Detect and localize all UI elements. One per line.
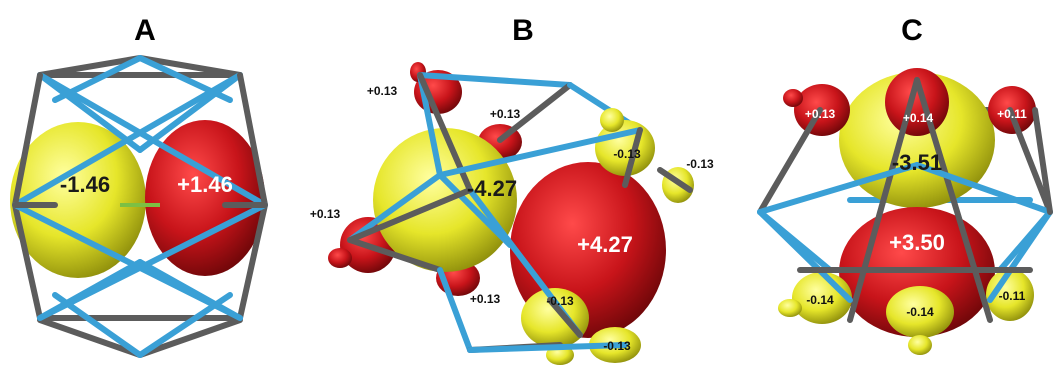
panel-b: B [310,14,714,365]
panel-b-value: -0.13 [546,294,574,308]
panel-a-value-negative: -1.46 [60,172,110,197]
panel-label-c: C [901,14,923,47]
panel-b-value: -0.13 [613,147,641,161]
panel-b-cage-front [347,72,693,353]
panel-c-cage-front [757,77,1053,323]
panel-c: C [757,14,1053,355]
panel-c-small-negative-lobe [986,269,1034,321]
panel-c-value: -0.14 [906,305,934,319]
panel-a-negative-lobe [10,122,146,278]
panel-c-small-negative-lobe [886,286,954,338]
panel-b-value: +0.13 [310,207,341,221]
panel-a: A [10,14,268,358]
panel-c-value: +0.11 [997,107,1027,121]
panel-b-small-negative-lobe [521,288,589,348]
panel-c-value: +0.14 [903,111,934,125]
panel-c-small-negative-lobe [908,335,932,355]
panel-b-value-positive: +4.27 [577,232,633,257]
panel-c-value: -0.11 [999,289,1026,303]
panel-b-value: +0.13 [490,107,521,121]
panel-c-small-positive-lobe [885,68,949,136]
panel-c-value: +0.13 [805,107,836,121]
panel-b-value-negative: -4.27 [467,176,517,201]
panel-c-value-negative: -3.51 [892,150,942,175]
panel-c-small-positive-lobe [783,89,803,107]
panel-a-cage-back [37,55,243,358]
panel-a-positive-lobe [145,120,265,276]
panel-label-a: A [134,14,156,47]
panel-label-b: B [512,14,534,47]
panel-b-value: +0.13 [470,292,501,306]
panel-c-value-positive: +3.50 [889,230,945,255]
panel-b-small-positive-lobe [328,248,352,268]
panel-b-value: -0.13 [603,339,631,353]
panel-b-value: -0.13 [686,157,714,171]
panel-a-value-positive: +1.46 [177,172,233,197]
panel-b-small-negative-lobe [600,108,624,132]
panel-a-cage-front [12,72,268,321]
panel-c-small-negative-lobe [778,299,802,317]
panel-b-value: +0.13 [367,84,398,98]
panel-c-value: -0.14 [806,293,834,307]
